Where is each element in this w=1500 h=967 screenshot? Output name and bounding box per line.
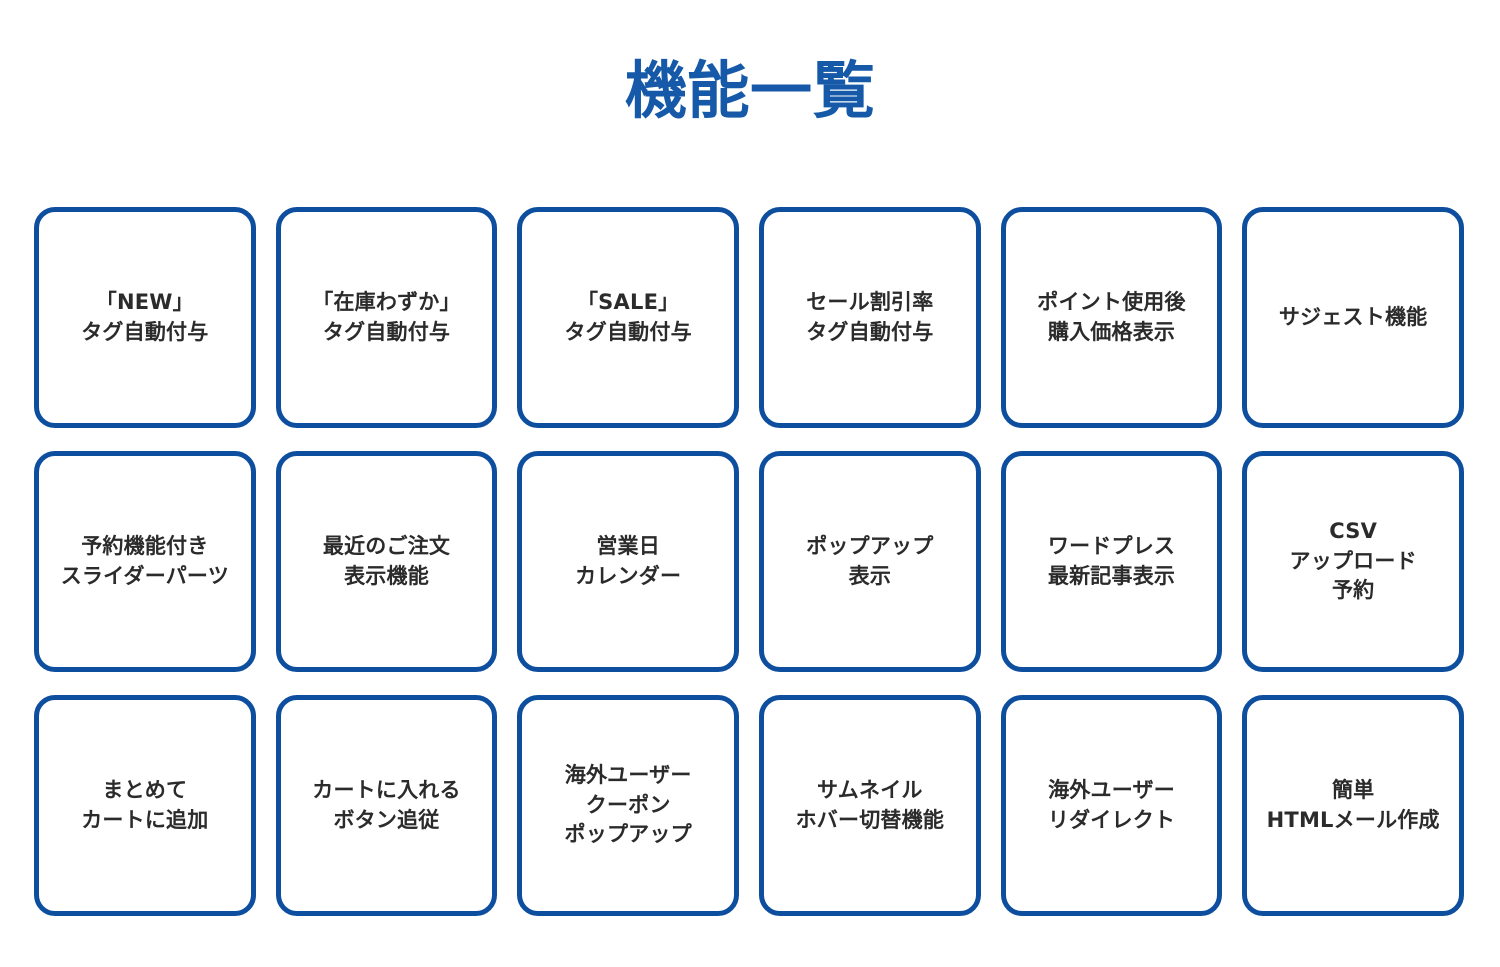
feature-card-label: ワードプレス 最新記事表示 xyxy=(1047,533,1176,588)
feature-card-easy-html-mail[interactable]: 簡単 HTMLメール作成 xyxy=(1242,695,1464,916)
feature-card-label: サムネイル ホバー切替機能 xyxy=(795,777,945,832)
feature-card-price-after-points[interactable]: ポイント使用後 購入価格表示 xyxy=(1000,207,1223,428)
feature-card-csv-upload-schedule[interactable]: CSV アップロード 予約 xyxy=(1242,451,1464,672)
feature-card-sale-discount-rate-tag[interactable]: セール割引率 タグ自動付与 xyxy=(759,207,981,428)
page-title-container: 機能一覧 xyxy=(0,58,1500,123)
feature-card-label: カートに入れる ボタン追従 xyxy=(312,777,461,832)
feature-card-slider-with-reservation[interactable]: 予約機能付き スライダーパーツ xyxy=(34,451,256,672)
feature-card-low-stock-tag[interactable]: 「在庫わずか」 タグ自動付与 xyxy=(275,207,498,428)
feature-card-business-day-calendar[interactable]: 営業日 カレンダー xyxy=(517,451,739,672)
feature-card-label: 海外ユーザー リダイレクト xyxy=(1047,777,1176,832)
feature-card-label: セール割引率 タグ自動付与 xyxy=(806,289,934,344)
feature-card-label: 海外ユーザー クーポン ポップアップ xyxy=(564,762,692,847)
feature-card-label: 簡単 HTMLメール作成 xyxy=(1266,777,1440,832)
feature-card-sale-tag[interactable]: 「SALE」 タグ自動付与 xyxy=(517,207,739,428)
feature-card-label: 営業日 カレンダー xyxy=(575,533,682,588)
feature-card-label: 最近のご注文 表示機能 xyxy=(322,533,451,588)
feature-card-new-tag[interactable]: 「NEW」 タグ自動付与 xyxy=(34,207,256,428)
feature-card-label: 予約機能付き スライダーパーツ xyxy=(60,533,229,588)
feature-card-label: CSV アップロード 予約 xyxy=(1289,518,1417,603)
feature-card-label: ポップアップ 表示 xyxy=(806,533,934,588)
feature-card-suggest[interactable]: サジェスト機能 xyxy=(1242,207,1464,428)
feature-card-thumbnail-hover-switch[interactable]: サムネイル ホバー切替機能 xyxy=(759,695,981,916)
feature-card-overseas-user-redirect[interactable]: 海外ユーザー リダイレクト xyxy=(1000,695,1223,916)
feature-card-overseas-coupon-popup[interactable]: 海外ユーザー クーポン ポップアップ xyxy=(517,695,739,916)
feature-card-label: サジェスト機能 xyxy=(1278,304,1428,329)
feature-card-sticky-add-to-cart-button[interactable]: カートに入れる ボタン追従 xyxy=(275,695,498,916)
page-title: 機能一覧 xyxy=(624,54,876,127)
feature-card-wordpress-latest-posts[interactable]: ワードプレス 最新記事表示 xyxy=(1000,451,1223,672)
feature-card-label: ポイント使用後 購入価格表示 xyxy=(1037,289,1186,344)
feature-card-label: 「在庫わずか」 タグ自動付与 xyxy=(312,289,461,344)
feature-card-bulk-add-to-cart[interactable]: まとめて カートに追加 xyxy=(34,695,256,916)
feature-card-label: まとめて カートに追加 xyxy=(81,777,209,832)
feature-card-label: 「NEW」 タグ自動付与 xyxy=(81,289,209,344)
feature-card-recent-orders[interactable]: 最近のご注文 表示機能 xyxy=(275,451,498,672)
feature-card-label: 「SALE」 タグ自動付与 xyxy=(564,289,692,344)
features-grid: 「NEW」 タグ自動付与 「在庫わずか」 タグ自動付与 「SALE」 タグ自動付… xyxy=(34,207,1464,916)
feature-card-popup-display[interactable]: ポップアップ 表示 xyxy=(759,451,981,672)
